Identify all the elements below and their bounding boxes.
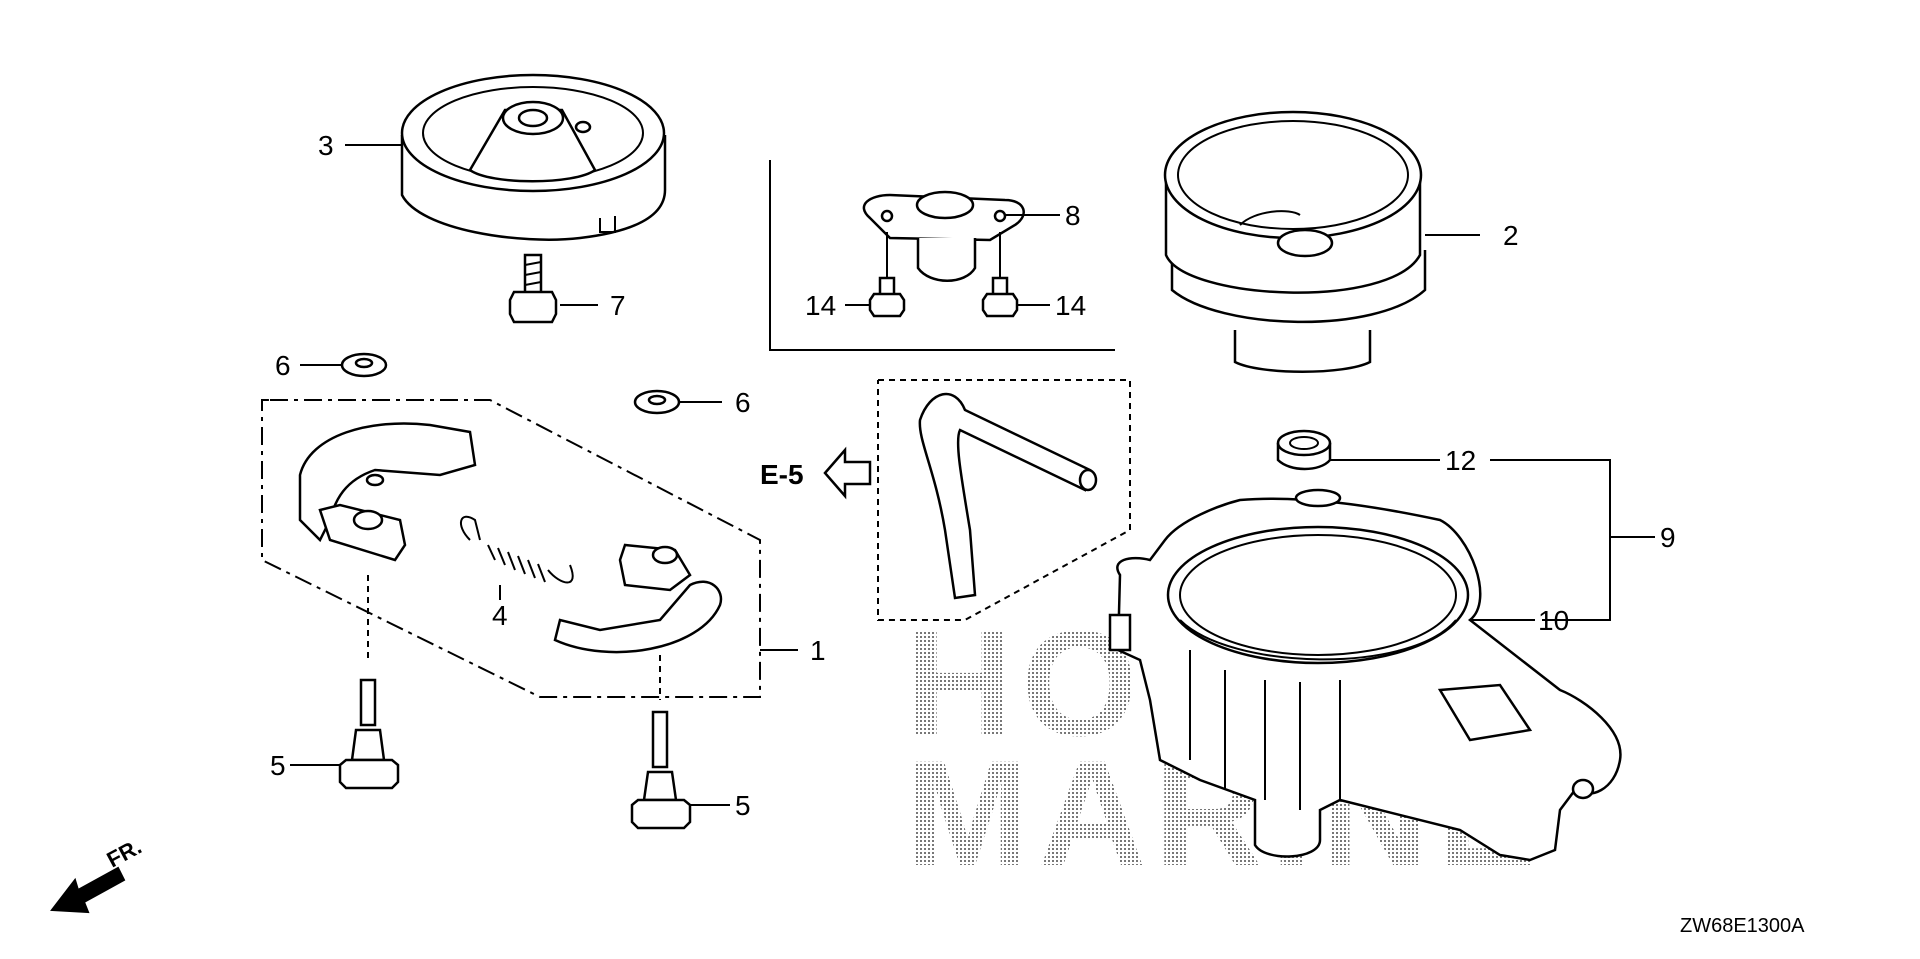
callout-6-lower: 6 (735, 387, 751, 418)
flange-bolt-7-part (508, 253, 558, 324)
callout-4: 4 (492, 600, 508, 631)
clutch-drum-part (1163, 110, 1427, 373)
callout-12: 12 (1445, 445, 1476, 476)
reference-label: E-5 (760, 459, 804, 490)
drive-plate-part (400, 73, 667, 241)
bolt-14-left-part (868, 232, 906, 318)
front-arrow-icon (50, 866, 126, 914)
shoe-bolt-5-right-part (630, 655, 692, 830)
front-direction-label: FR. (103, 834, 146, 873)
callout-5-left: 5 (270, 750, 286, 781)
callout-10: 10 (1538, 605, 1569, 636)
leader-lines (290, 144, 1655, 806)
bolt-14-right-part (981, 232, 1019, 318)
reference-arrow-icon (823, 446, 872, 500)
part-8-frame (769, 160, 1115, 351)
washer-6-lower-part (633, 389, 681, 415)
callout-9: 9 (1660, 522, 1676, 553)
callout-3: 3 (318, 130, 334, 161)
washer-6-upper-part (340, 352, 388, 378)
reference-e5: E-5 (760, 446, 872, 500)
clutch-housing-part (1108, 488, 1622, 862)
clutch-shoe-set-frame (261, 399, 761, 698)
clutch-shoe-right-part (553, 543, 723, 654)
hose-frame (877, 379, 1131, 621)
bracket-part (862, 190, 1025, 282)
callout-labels: 3 2 8 7 14 14 6 6 4 1 5 5 12 9 10 (270, 130, 1676, 821)
diagram-code: ZW68E1300A (1680, 915, 1805, 937)
callout-14-right: 14 (1055, 290, 1086, 321)
callout-7: 7 (610, 290, 626, 321)
callout-1: 1 (810, 635, 826, 666)
oil-seal-part (1276, 429, 1332, 471)
spring-part (460, 515, 574, 584)
hose-part (918, 392, 1098, 600)
callout-14-left: 14 (805, 290, 836, 321)
callout-2: 2 (1503, 220, 1519, 251)
front-direction-indicator: FR. (50, 834, 146, 914)
shoe-bolt-5-left-part (338, 575, 400, 790)
clutch-shoe-left-part (298, 422, 477, 562)
callout-8: 8 (1065, 200, 1081, 231)
callout-6-upper: 6 (275, 350, 291, 381)
callout-5-right: 5 (735, 790, 751, 821)
